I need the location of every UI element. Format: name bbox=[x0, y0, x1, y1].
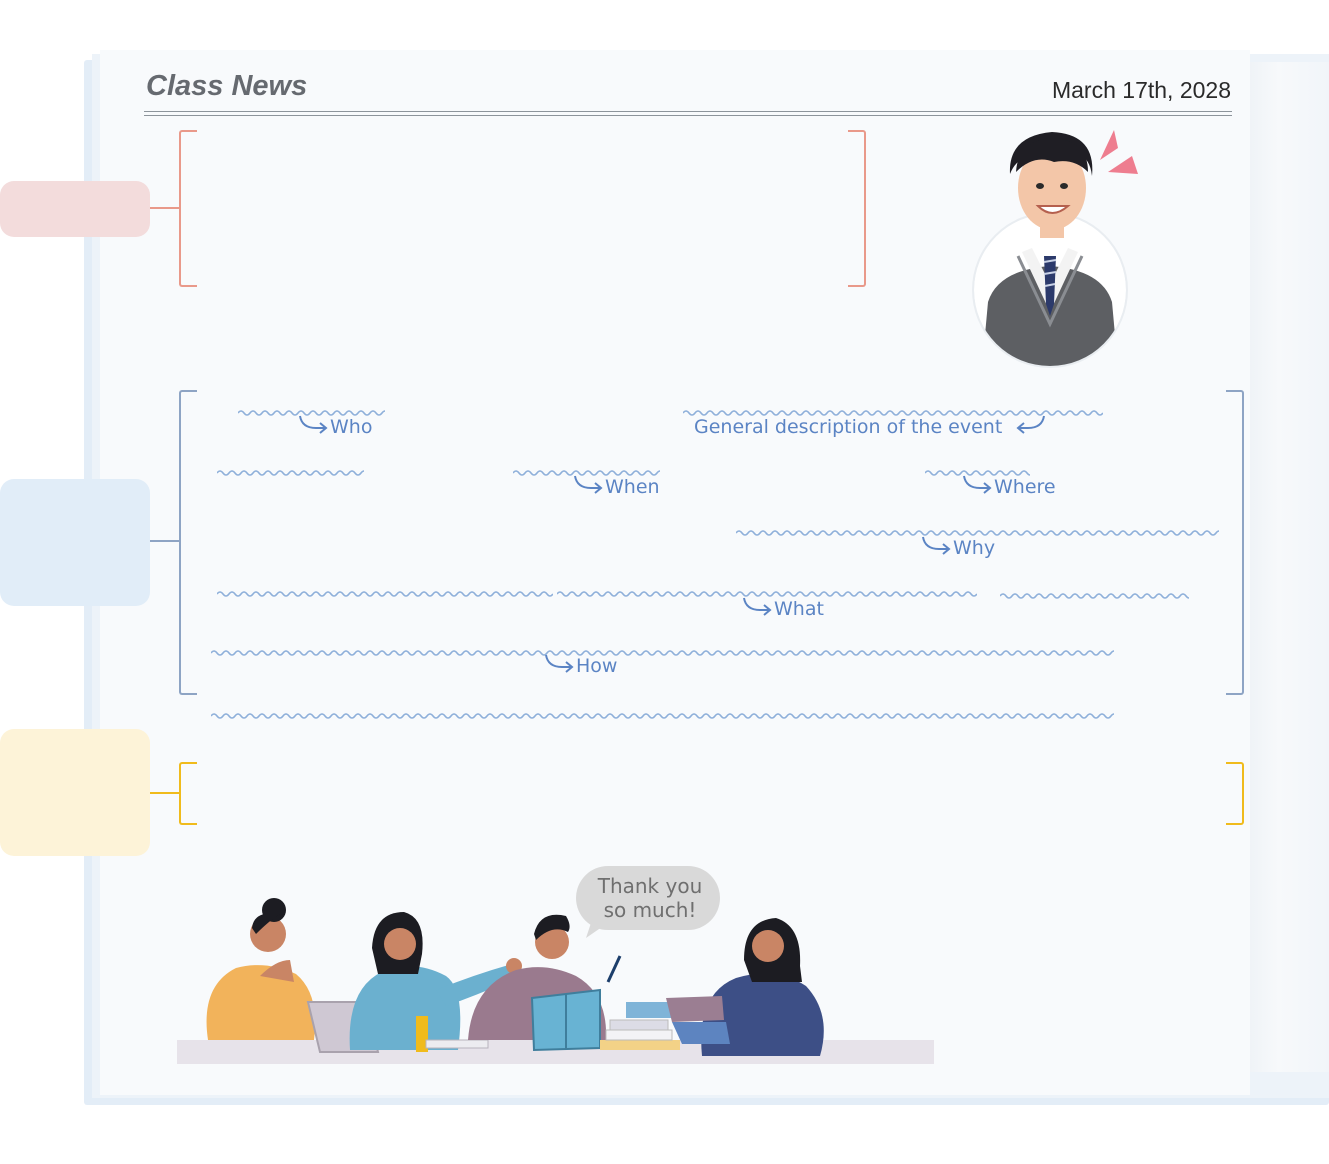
guide-label-where: Where bbox=[994, 476, 1056, 498]
wavy-line bbox=[925, 470, 1030, 476]
header-rule-top bbox=[144, 111, 1232, 112]
wavy-line bbox=[513, 470, 660, 476]
student-face-illustration bbox=[1009, 132, 1093, 238]
body-tab[interactable] bbox=[0, 479, 150, 606]
body-bracket-right bbox=[1226, 390, 1244, 695]
students-studying-illustration bbox=[206, 898, 824, 1056]
closing-connector bbox=[150, 792, 180, 794]
student-portrait bbox=[972, 212, 1128, 368]
guide-label-what: What bbox=[774, 598, 824, 620]
arrow-icon bbox=[545, 654, 574, 673]
closing-bracket-right bbox=[1226, 762, 1244, 825]
guide-label-when: When bbox=[605, 476, 660, 498]
body-connector bbox=[150, 540, 180, 542]
body-bracket-left bbox=[179, 390, 197, 695]
wavy-line bbox=[557, 591, 977, 597]
header-rule-bottom bbox=[144, 115, 1232, 116]
arrow-icon bbox=[922, 536, 951, 555]
guide-label-how: How bbox=[576, 655, 618, 677]
arrow-icon bbox=[299, 415, 328, 434]
alert-marks-icon bbox=[1100, 130, 1138, 174]
page-curl bbox=[1245, 62, 1329, 1072]
guide-label-why: Why bbox=[953, 537, 996, 559]
speech-bubble-text: Thank you so much! bbox=[597, 874, 703, 922]
wavy-line bbox=[211, 650, 1114, 656]
headline-tab[interactable] bbox=[0, 181, 150, 237]
arrow-icon bbox=[574, 475, 603, 494]
speech-bubble-tail bbox=[586, 920, 612, 938]
wavy-line bbox=[217, 591, 553, 597]
wavy-line bbox=[211, 713, 1114, 719]
wavy-line bbox=[238, 410, 385, 416]
closing-bracket-left bbox=[179, 762, 197, 825]
guide-label-who: Who bbox=[330, 416, 373, 438]
wavy-line bbox=[217, 470, 364, 476]
headline-bracket-left bbox=[179, 130, 197, 287]
headline-connector bbox=[150, 207, 180, 209]
page-title: Class News bbox=[146, 70, 308, 102]
guide-label-general: General description of the event bbox=[694, 416, 1003, 438]
wavy-line bbox=[1000, 593, 1189, 599]
wavy-line bbox=[683, 410, 1103, 416]
page-date: March 17th, 2028 bbox=[1051, 77, 1231, 103]
closing-tab[interactable] bbox=[0, 729, 150, 856]
arrow-icon bbox=[1016, 415, 1045, 434]
arrow-icon bbox=[743, 597, 772, 616]
headline-bracket-right bbox=[848, 130, 866, 287]
speech-bubble bbox=[576, 866, 720, 930]
wavy-line bbox=[736, 530, 1219, 536]
arrow-icon bbox=[963, 475, 992, 494]
